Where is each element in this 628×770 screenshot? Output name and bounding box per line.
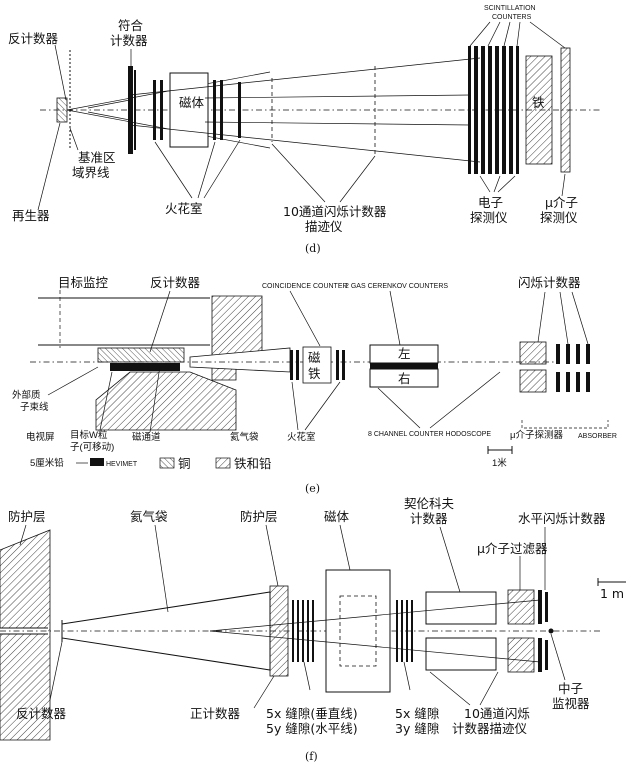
electron-detector-stack (468, 46, 519, 174)
label-cherenkov-2: 计数器 (410, 511, 448, 526)
caption-e: (e) (305, 482, 320, 495)
label-shield-screen: 电视屏 (26, 431, 55, 443)
scint-block-bottom (519, 369, 547, 393)
label-right: 右 (398, 371, 411, 386)
label-beam-1: 外部质 (12, 389, 41, 401)
caption-d: (d) (305, 242, 321, 255)
cherenkov-bottom (425, 637, 497, 671)
spark-chamber-4 (220, 80, 223, 140)
label-muon-e: μ介子探测器 (510, 429, 563, 441)
legend-copper: 铜 (178, 456, 191, 471)
label-hodoscope-d-1: 10通道闪烁计数器 (283, 204, 387, 219)
label-magnet-f: 磁体 (324, 509, 350, 524)
spark-chamber-3 (213, 80, 216, 140)
label-target-2: 子(可移动) (70, 441, 114, 453)
label-slits1-1: 5x 缝隙(垂直线) (266, 706, 358, 721)
label-scint-2: COUNTERS (492, 14, 532, 21)
copper-block (97, 347, 185, 363)
label-scint-e: 闪烁计数器 (518, 275, 581, 290)
spark-chamber-2 (160, 80, 163, 140)
label-target-1: 目标W粒 (70, 429, 108, 441)
legend-ironlead: 铁和铅 (234, 456, 272, 471)
label-cerenkov: 2 GAS CERENKOV COUNTERS (345, 283, 448, 290)
label-spark-chamber-d: 火花室 (165, 201, 203, 216)
label-muon-1: μ介子 (545, 195, 578, 210)
coincidence-counter-bar (128, 66, 133, 154)
label-anticounter-f: 反计数器 (16, 706, 67, 721)
label-shield-left: 防护层 (8, 509, 46, 524)
muon-detector-block (560, 47, 571, 173)
label-scale-f: 1 m (600, 586, 624, 601)
label-regenerator: 再生器 (12, 208, 50, 223)
panel-f: 防护层 氦气袋 防护层 磁体 契伦科夫 计数器 水平闪烁计数器 μ介子过滤器 1… (0, 496, 626, 763)
regenerator-block (56, 97, 68, 123)
magnet-box-f (325, 569, 391, 693)
label-muon-filter: μ介子过滤器 (477, 541, 548, 556)
label-pos-counter: 正计数器 (190, 706, 241, 721)
shield-wedge-left (0, 529, 51, 741)
legend-lead-swatch (90, 458, 104, 466)
magnet-box-e (302, 346, 332, 384)
label-electron-2: 探测仪 (470, 210, 508, 225)
label-slits2-2: 3y 缝隙 (395, 721, 439, 736)
label-electron-1: 电子 (478, 195, 503, 210)
label-neutron-2: 监视器 (552, 696, 590, 711)
magnet-box-d (169, 72, 209, 148)
label-magnet-e-1: 磁 (308, 350, 321, 365)
legend-ironlead-swatch (215, 457, 231, 469)
label-left: 左 (398, 346, 411, 361)
label-horiz-scint: 水平闪烁计数器 (518, 511, 606, 526)
slits-set-1 (292, 600, 314, 662)
label-slits2-1: 5x 缝隙 (395, 706, 439, 721)
panel-e: 目标监控 反计数器 COINCIDENCE COUNTER 2 GAS CERE… (12, 275, 617, 495)
label-helium-f: 氦气袋 (130, 509, 168, 524)
label-scale-e: 1米 (492, 457, 507, 469)
panel-d: 反计数器 符合 计数器 磁体 SCINTILLATION COUNTERS 铁 … (8, 5, 600, 255)
iron-block-d (525, 55, 553, 165)
label-scint-1: SCINTILLATION (484, 5, 536, 12)
slits-set-2 (396, 600, 413, 662)
label-anticounter-d: 反计数器 (8, 31, 59, 46)
scint-block-top (519, 341, 547, 365)
spark-chamber-1 (153, 80, 156, 140)
label-cherenkov-1: 契伦科夫 (404, 496, 455, 511)
neutron-monitor-dot (548, 628, 554, 634)
shield-iron-lead-lower (95, 371, 237, 431)
label-hodoscope-d-2: 描迹仪 (305, 219, 343, 234)
cherenkov-top (425, 591, 497, 625)
legend-copper-swatch (159, 457, 175, 469)
label-spark-e: 火花室 (287, 431, 316, 443)
label-helium-e: 氦气袋 (230, 431, 259, 443)
spark-chamber-5 (238, 82, 241, 138)
label-hodoscope-f-1: 10通道闪烁 (464, 706, 530, 721)
label-magnet-d: 磁体 (179, 95, 205, 110)
label-slits1-2: 5y 缝隙(水平线) (266, 721, 358, 736)
label-hodoscope-f-2: 计数器描迹仪 (452, 721, 528, 736)
label-shield-mid: 防护层 (240, 509, 278, 524)
shield-mid-block (269, 585, 289, 677)
legend-lead: 5厘米铅 (30, 457, 64, 469)
label-fiducial-1: 基准区 (78, 150, 116, 165)
label-iron-d: 铁 (532, 95, 545, 110)
label-anticounter-e: 反计数器 (150, 275, 201, 290)
label-magnet-e-2: 铁 (308, 366, 321, 381)
heavymet-target (110, 363, 180, 371)
label-absorber: ABSORBER (578, 433, 617, 440)
label-channel: 磁通道 (132, 431, 161, 443)
label-hodoscope-e: 8 CHANNEL COUNTER HODOSCOPE (368, 431, 491, 438)
muon-filter-bottom (507, 637, 535, 673)
label-coincidence-e: COINCIDENCE COUNTER (262, 283, 348, 290)
label-fiducial-2: 域界线 (72, 165, 110, 180)
label-muon-2: 探测仪 (540, 210, 578, 225)
caption-f: (f) (305, 750, 318, 763)
label-coincidence-1: 符合 (118, 18, 144, 33)
label-neutron-1: 中子 (558, 681, 583, 696)
muon-filter-top (507, 589, 535, 625)
label-target-monitor: 目标监控 (58, 275, 109, 290)
label-coincidence-2: 计数器 (110, 33, 148, 48)
label-beam-2: 子束线 (20, 401, 49, 413)
legend-heavymet: HEVIMET (106, 461, 138, 468)
